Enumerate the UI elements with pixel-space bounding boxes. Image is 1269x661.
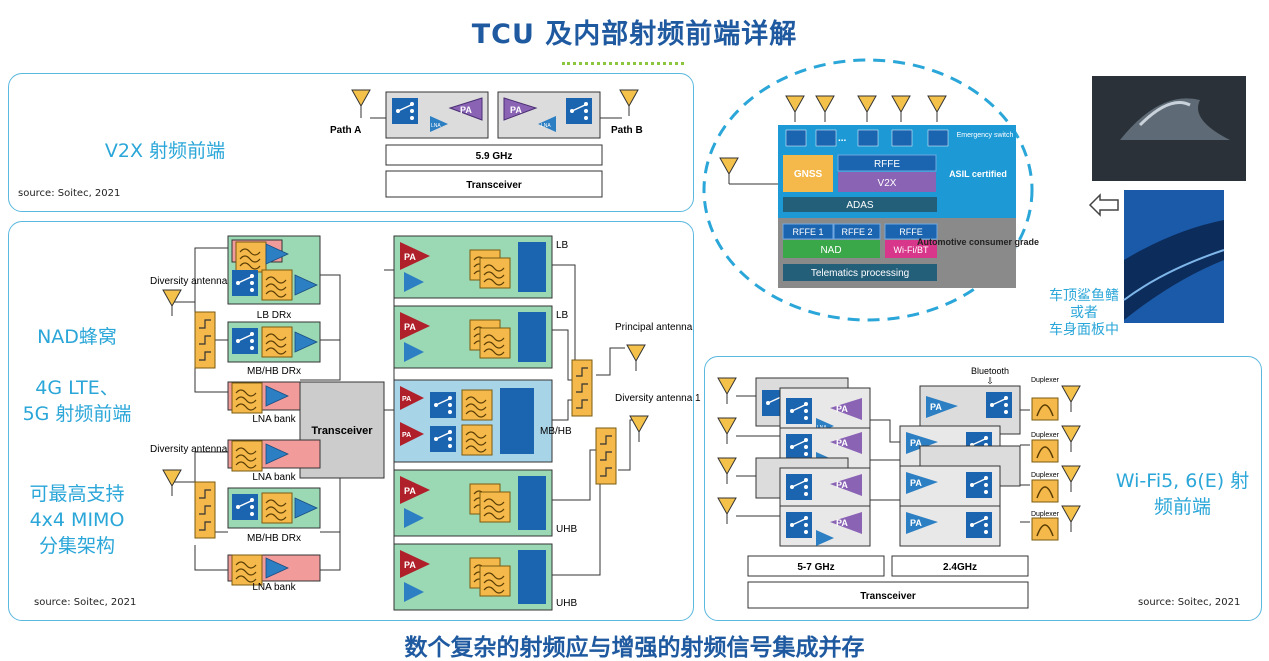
tcu-antenna-5-icon xyxy=(927,95,947,123)
tcu-v2x-label: V2X xyxy=(878,178,897,189)
wifi-label: Wi-Fi5, 6(E) 射频前端 xyxy=(1115,470,1250,518)
tcu-adas-label: ADAS xyxy=(846,200,874,211)
page-title: TCU 及内部射频前端详解 xyxy=(471,19,798,50)
page-footer: 数个复杂的射频应与增强的射频信号集成并存 xyxy=(404,635,865,661)
car-caption-3: 车身面板中 xyxy=(1049,322,1119,338)
tcu-nad-box xyxy=(783,240,880,258)
tcu-top-antennas xyxy=(785,95,947,123)
tcu-switch-row xyxy=(785,129,949,147)
tcu-gnss-box xyxy=(783,155,833,192)
tcu-rffe2-box xyxy=(833,223,881,240)
car-roof-image xyxy=(1124,190,1224,323)
v2x-source: source: Soitec, 2021 xyxy=(18,188,121,199)
tcu-rffe3-label: RFFE xyxy=(899,227,923,237)
tcu-rffe-label: RFFE xyxy=(874,159,900,170)
tcu-v2x-box xyxy=(838,172,936,192)
nad-label-3: 可最高支持 4x4 MIMO 分集架构 xyxy=(29,483,125,557)
tcu-telematics-label: Telematics processing xyxy=(811,268,909,279)
tcu-antenna-1-icon xyxy=(785,95,805,123)
tcu-gnss-label: GNSS xyxy=(794,169,823,180)
tcu-emergency-label: Emergency switch xyxy=(957,132,1014,139)
nad-label-2: 4G LTE、5G 射频前端 xyxy=(22,377,132,425)
tcu-rffe-box xyxy=(837,154,937,172)
tcu-rffe1-box xyxy=(782,223,834,240)
tcu-left-arrow-icon xyxy=(1088,193,1119,217)
tcu-dashed-ellipse xyxy=(702,58,1034,322)
title-underline-dots xyxy=(562,62,684,65)
tcu-rffe3-box xyxy=(884,223,938,240)
tcu-adas-box xyxy=(783,197,937,212)
tcu-rffe1-label: RFFE 1 xyxy=(792,227,823,237)
car-shark-fin-image xyxy=(1092,76,1246,181)
tcu-antenna-3-icon xyxy=(857,95,877,123)
tcu-wifibt-box xyxy=(885,240,937,258)
tcu-antenna-4-icon xyxy=(891,95,911,123)
tcu-asil-block xyxy=(778,125,1016,220)
tcu-rffe2-label: RFFE 2 xyxy=(841,227,872,237)
tcu-automotive-label: Automotive consumer grade xyxy=(917,237,1039,247)
tcu-side-antenna-icon xyxy=(719,157,739,185)
tcu-asil-label: ASIL certified xyxy=(949,169,1007,179)
nad-label-1: NAD蜂窝 xyxy=(37,326,117,348)
wifi-source: source: Soitec, 2021 xyxy=(1138,597,1241,608)
nad-source: source: Soitec, 2021 xyxy=(34,597,137,608)
tcu-antenna-2-icon xyxy=(815,95,835,123)
tcu-wifibt-label: Wi-Fi/BT xyxy=(894,245,929,255)
tcu-telematics-box xyxy=(783,264,937,281)
tcu-nad-label: NAD xyxy=(820,245,841,256)
tcu-dots: ... xyxy=(838,133,847,144)
car-caption-1: 车顶鲨鱼鳍 xyxy=(1049,288,1119,304)
tcu-automotive-block xyxy=(778,218,1016,288)
car-caption-2: 或者 xyxy=(1070,305,1098,321)
v2x-label: V2X 射频前端 xyxy=(104,140,226,162)
